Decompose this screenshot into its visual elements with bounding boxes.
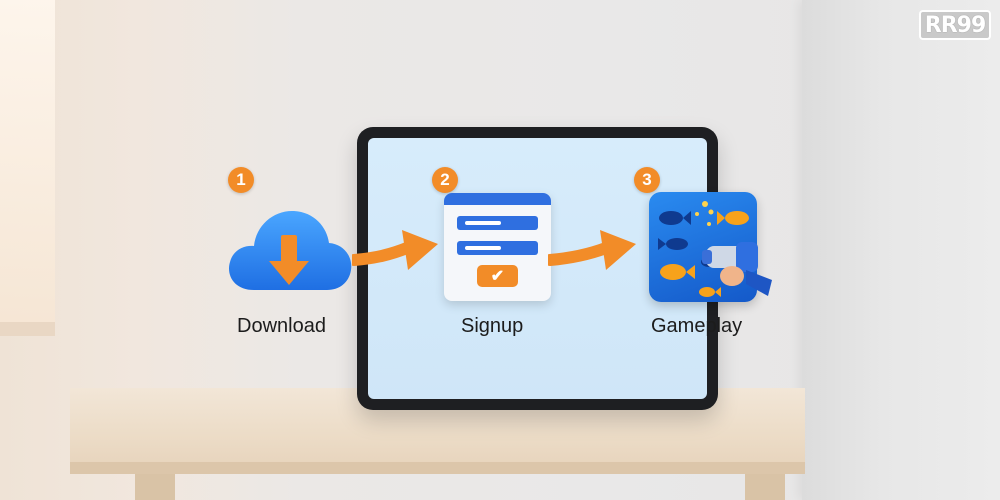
cloud-download-icon — [229, 210, 352, 290]
checkmark-icon: ✔ — [477, 265, 518, 287]
step-3-badge: 3 — [634, 167, 660, 193]
step-2-label: Signup — [461, 315, 524, 337]
step-1-badge: 1 — [228, 167, 254, 193]
form-field — [457, 216, 538, 230]
table-edge — [70, 462, 805, 474]
signup-form-icon: ✔ — [444, 193, 551, 301]
form-field — [457, 241, 538, 255]
brand-logo: RR99 — [919, 10, 991, 40]
fish-scene-icon — [658, 201, 749, 297]
table-leg — [745, 474, 785, 500]
window-sill — [0, 322, 55, 336]
table-leg — [135, 474, 175, 500]
arrow-right-icon — [548, 230, 636, 270]
step-1-label: Download — [237, 315, 326, 337]
window-light — [0, 0, 55, 330]
water-gun-icon — [702, 242, 772, 296]
wall-panel — [802, 0, 1000, 500]
step-2-badge: 2 — [432, 167, 458, 193]
arrow-right-icon — [352, 230, 438, 270]
step-3-label: Gameplay — [651, 315, 743, 337]
form-header-bar — [444, 193, 551, 205]
